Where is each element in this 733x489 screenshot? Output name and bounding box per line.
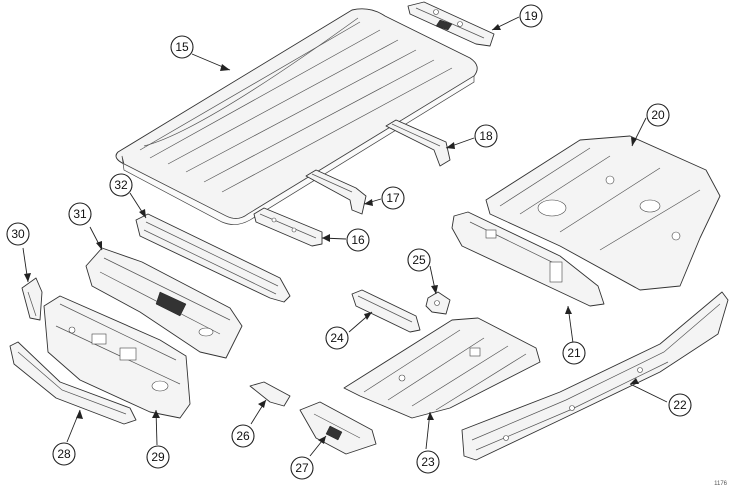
dash-panel-part-29 (43, 295, 191, 419)
callout-32: 32 (109, 173, 133, 197)
callout-30: 30 (6, 222, 30, 246)
roof-rear-header-part-19 (407, 1, 495, 47)
callout-label: 17 (386, 191, 400, 205)
callout-label: 16 (351, 233, 365, 247)
callout-label: 26 (236, 429, 250, 443)
rear-floor-pan-part-20 (485, 135, 721, 291)
callout-label: 30 (11, 227, 25, 241)
tunnel-bracket-part-27 (299, 401, 377, 455)
callout-29: 29 (146, 445, 170, 469)
reinforcement-part-26 (249, 381, 291, 407)
callout-18: 18 (474, 124, 498, 148)
callout-19: 19 (519, 4, 543, 28)
floor-bracket-part-24 (351, 289, 421, 333)
callout-20: 20 (646, 103, 670, 127)
callout-label: 29 (151, 450, 165, 464)
callout-28: 28 (52, 442, 76, 466)
callout-15: 15 (170, 35, 194, 59)
callout-label: 25 (412, 253, 426, 267)
callout-label: 31 (73, 207, 87, 221)
callout-17: 17 (381, 186, 405, 210)
small-bracket-part-25 (425, 291, 451, 315)
callout-21: 21 (562, 341, 586, 365)
callout-label: 22 (673, 398, 687, 412)
callout-25: 25 (407, 248, 431, 272)
lower-dash-part-28 (9, 341, 137, 425)
callout-label: 21 (567, 346, 581, 360)
callout-27: 27 (290, 456, 314, 480)
callout-label: 23 (421, 455, 435, 469)
roof-bow-part-18 (385, 119, 451, 167)
roof-panel-part-15 (115, 8, 478, 225)
cowl-panel-part-31 (85, 247, 243, 359)
side-sill-part-22 (461, 291, 729, 461)
gusset-part-30 (21, 277, 43, 321)
callout-label: 15 (175, 40, 189, 54)
leader-lines (22, 16, 668, 457)
callout-24: 24 (325, 326, 349, 350)
front-roof-header-part-16 (253, 207, 323, 247)
callout-label: 32 (114, 178, 128, 192)
callout-label: 18 (479, 129, 493, 143)
callout-label: 28 (57, 447, 71, 461)
callout-16: 16 (346, 228, 370, 252)
callout-label: 19 (524, 9, 538, 23)
cowl-top-panel-part-32 (135, 213, 291, 303)
front-floor-pan-part-23 (343, 317, 541, 419)
roof-bow-part-17 (305, 169, 367, 215)
image-reference-code: 1176 (714, 481, 727, 487)
callout-22: 22 (668, 393, 692, 417)
callout-26: 26 (231, 424, 255, 448)
callout-23: 23 (416, 450, 440, 474)
callout-label: 27 (295, 461, 309, 475)
callout-label: 24 (330, 331, 344, 345)
callout-31: 31 (68, 202, 92, 226)
callout-label: 20 (651, 108, 665, 122)
rear-crossmember-part-21 (451, 211, 605, 307)
